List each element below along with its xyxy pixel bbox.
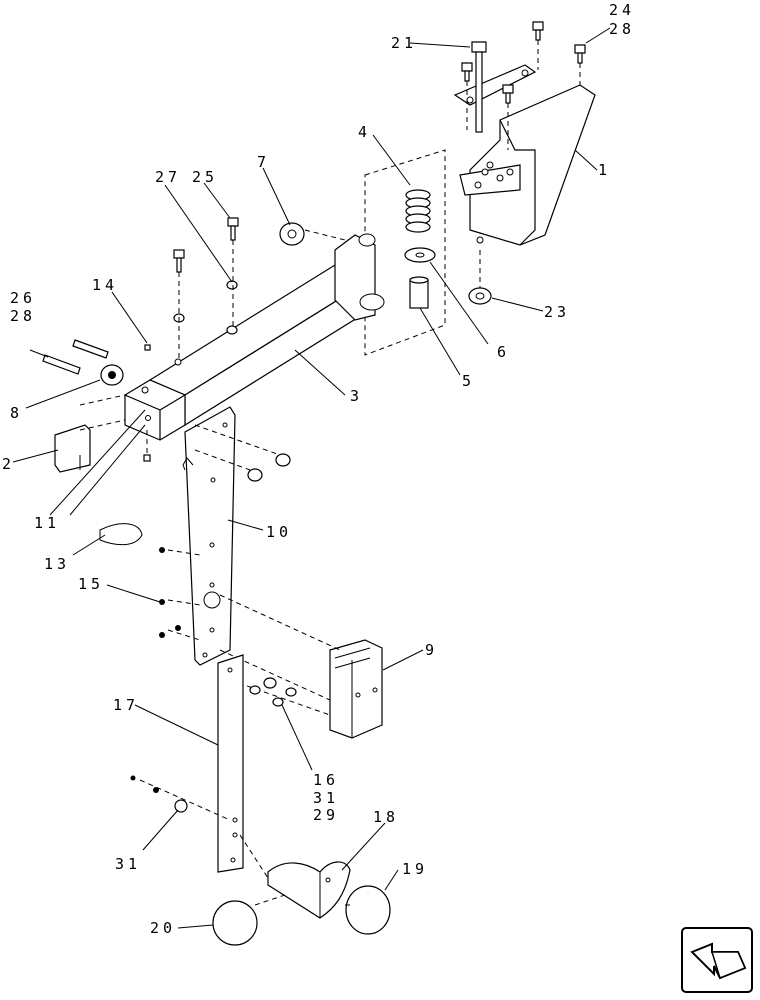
bushing-part-5: [409, 276, 429, 309]
callout-5: 5: [462, 372, 475, 390]
reflector-bracket-part-18: [267, 861, 351, 919]
main-arm-tube-part-3: [124, 233, 385, 441]
callout-4: 4: [358, 123, 371, 141]
reflector-part-20: [212, 900, 258, 946]
bushing-part-7: [279, 222, 305, 246]
hardware-part-16-31-29: [130, 677, 297, 813]
callout-29: 29: [313, 806, 339, 824]
washer-part-8: [100, 364, 124, 386]
callout-24: 24: [609, 1, 635, 19]
strap-part-13: [99, 523, 143, 546]
callout-31-left: 31: [115, 855, 141, 873]
reflector-part-19: [345, 885, 391, 935]
nuts-part-15: [159, 453, 291, 638]
callout-2: 2: [2, 455, 15, 473]
callout-11: 11: [34, 514, 60, 532]
callout-labels: 21 24 28 1 4 7 27 25 23 6 5 3 14 26 28 8…: [2, 1, 635, 937]
mounting-bracket-part-1: [453, 64, 596, 246]
callout-1: 1: [598, 161, 611, 179]
bracket-part-2: [54, 424, 91, 473]
callout-7: 7: [257, 153, 270, 171]
callout-8: 8: [10, 404, 23, 422]
callout-19: 19: [402, 860, 428, 878]
bolts-part-26-28: [42, 339, 109, 375]
callout-20: 20: [150, 919, 176, 937]
callout-10: 10: [266, 523, 292, 541]
callout-14: 14: [92, 276, 118, 294]
vertical-plate-part-10: [182, 406, 236, 666]
callout-17: 17: [113, 696, 139, 714]
callout-9: 9: [425, 641, 438, 659]
callout-26: 26: [10, 289, 36, 307]
callout-3: 3: [350, 387, 363, 405]
callout-15: 15: [78, 575, 104, 593]
callout-27: 27: [155, 168, 181, 186]
lower-bar-part-17: [217, 654, 244, 873]
callout-31-right: 31: [313, 789, 339, 807]
nut-part-23: [468, 287, 492, 305]
callout-16: 16: [313, 771, 339, 789]
callout-21: 21: [391, 34, 417, 52]
previous-page-arrow-icon[interactable]: [681, 927, 753, 993]
spring-part-4: [405, 189, 431, 233]
callout-28-top: 28: [609, 20, 635, 38]
callout-13: 13: [44, 555, 70, 573]
housing-part-9: [329, 639, 383, 739]
callout-6: 6: [497, 343, 510, 361]
callout-28-left: 28: [10, 307, 36, 325]
callout-25: 25: [192, 168, 218, 186]
long-bolt-part-21: [471, 41, 487, 133]
washer-part-6: [404, 247, 436, 263]
callout-18: 18: [373, 808, 399, 826]
bolts-part-25-27: [173, 217, 239, 335]
callout-23: 23: [544, 303, 570, 321]
leader-lines: [12, 27, 611, 929]
